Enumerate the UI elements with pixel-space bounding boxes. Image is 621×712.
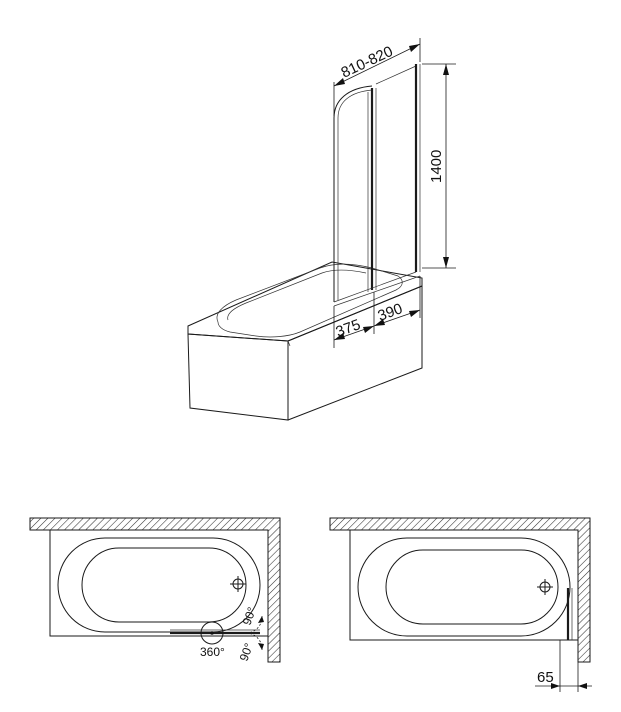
isometric-view: 810-820 1400 375 390: [187, 38, 456, 421]
tub-outline-right: [349, 529, 579, 641]
rotation-label: 360°: [200, 645, 225, 659]
shower-screen-iso: [333, 64, 421, 307]
tub-outline-left: [49, 529, 269, 637]
wall-offset-label: 65: [537, 669, 554, 686]
plan-view-right: 65: [329, 517, 592, 692]
plan-view-left: 360° 90° 90°: [29, 517, 281, 663]
bathtub-iso: [187, 261, 423, 421]
width-dimension: 810-820: [333, 38, 421, 116]
wall-hatch-left: [29, 517, 281, 663]
swing-inner-label: 90°: [240, 605, 259, 627]
height-dimension: 1400: [422, 63, 456, 269]
fixed-panel-label: 375: [334, 316, 363, 341]
swing-panel-label: 390: [376, 300, 405, 325]
height-label: 1400: [428, 150, 445, 183]
swing-outer-label: 90°: [237, 641, 256, 663]
pivot-circle: [200, 621, 224, 645]
width-label: 810-820: [339, 43, 396, 82]
